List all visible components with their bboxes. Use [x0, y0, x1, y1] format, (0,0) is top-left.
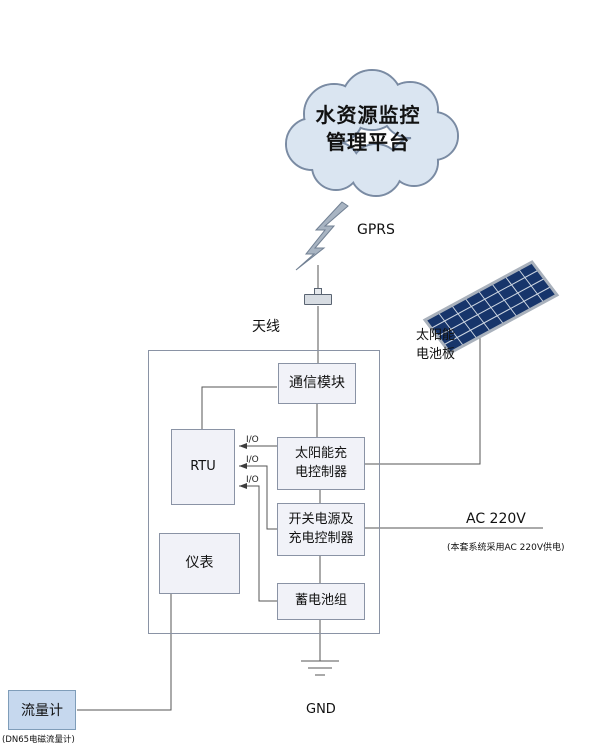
solar-panel-label-line2: 电池板 [416, 347, 456, 362]
solar-controller-box: 太阳能充 电控制器 [277, 437, 365, 490]
instrument-flowmeter-line [77, 594, 172, 711]
rtu-label: RTU [190, 458, 216, 474]
io-label-bottom: I/O [246, 475, 259, 485]
flow-meter-box: 流量计 [8, 690, 76, 730]
rtu-comm-line [201, 386, 277, 429]
cloud-title: 水资源监控 管理平台 [272, 102, 464, 156]
io-arrow-middle [239, 463, 277, 530]
io-arrow-bottom [239, 483, 277, 602]
comm-module-label: 通信模块 [289, 375, 345, 392]
ac-power-note: (本套系统采用AC 220V供电) [447, 543, 565, 553]
ac-power-label: AC 220V [466, 511, 526, 527]
solar-panel-image [425, 262, 557, 353]
cloud-outline [285, 69, 459, 197]
power-controller-label-line2: 充电控制器 [288, 530, 354, 546]
power-controller-label-line1: 开关电源及 [288, 511, 354, 527]
gnd-label: GND [306, 702, 336, 717]
instrument-label: 仪表 [185, 555, 214, 572]
lightning-icon [295, 201, 349, 271]
cloud-title-line2: 管理平台 [326, 130, 410, 154]
cloud-title-line1: 水资源监控 [315, 103, 421, 127]
antenna-base-icon [304, 294, 332, 305]
solar-controller-label-line1: 太阳能充 [294, 445, 347, 461]
gprs-label: GPRS [357, 222, 395, 238]
enclosure-box [148, 350, 380, 634]
flow-meter-note: (DN65电磁流量计) [2, 735, 75, 745]
solar-panel-label-line1: 太阳能 [416, 328, 456, 343]
io-label-middle: I/O [246, 455, 259, 465]
instrument-box: 仪表 [159, 533, 240, 594]
battery-box: 蓄电池组 [277, 583, 365, 620]
io-label-top: I/O [246, 435, 259, 445]
cloud-shape: 水资源监控 管理平台 [272, 66, 464, 198]
solar-controller-label-line2: 电控制器 [294, 464, 347, 480]
panel-solarctrl-line [365, 337, 481, 465]
flow-meter-label: 流量计 [21, 703, 63, 719]
rtu-box: RTU [171, 429, 235, 505]
battery-label: 蓄电池组 [294, 593, 347, 609]
ground-symbol [301, 660, 339, 676]
comm-module-box: 通信模块 [278, 363, 356, 404]
antenna-label: 天线 [252, 319, 280, 335]
power-controller-box: 开关电源及 充电控制器 [277, 503, 365, 556]
